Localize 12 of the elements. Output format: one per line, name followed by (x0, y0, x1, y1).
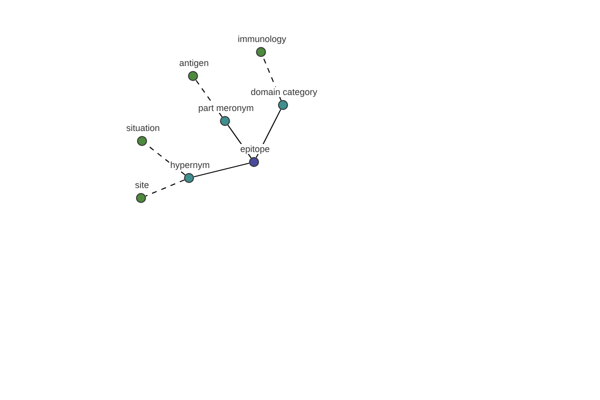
node-label: hypernym (169, 160, 211, 170)
connector-line (145, 179, 185, 197)
node-label: part meronym (197, 103, 255, 113)
connector-line (195, 80, 223, 118)
node-label: immunology (236, 34, 288, 44)
connector-line (262, 56, 282, 101)
node-label: domain category (250, 87, 318, 97)
node-label: site (134, 180, 150, 190)
node-label: epitope (239, 144, 271, 154)
connector-line (193, 162, 250, 178)
node-label: antigen (178, 58, 210, 68)
node-label: situation (125, 123, 161, 133)
